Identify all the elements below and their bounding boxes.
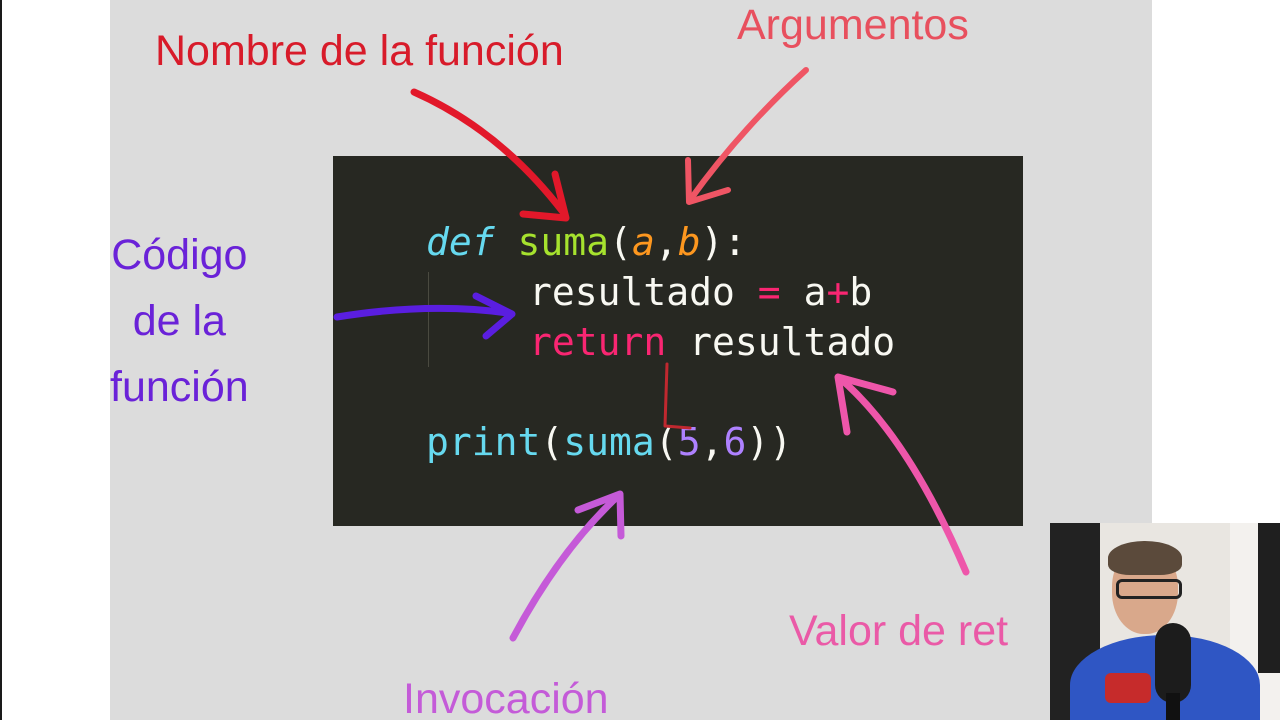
result-variable: resultado (529, 270, 735, 314)
return-value-label: Valor de ret (789, 606, 1008, 656)
microphone-stand (1166, 693, 1180, 720)
function-code-label-line2: de la (110, 288, 249, 354)
call-function-name: suma (563, 420, 655, 464)
param-b: b (678, 220, 701, 264)
indent-guide (428, 272, 429, 367)
code-line-print: print(suma(5,6)) (426, 418, 792, 466)
arguments-label: Argumentos (737, 0, 969, 50)
function-code-label-line1: Código (110, 222, 249, 288)
webcam-dark-panel (1258, 523, 1280, 673)
print-open-paren: ( (540, 420, 563, 464)
param-a: a (632, 220, 655, 264)
function-name-token: suma (518, 220, 610, 264)
function-code-label-line3: función (110, 354, 249, 420)
code-line-assignment: resultado = a+b (529, 268, 872, 316)
call-open-paren: ( (655, 420, 678, 464)
print-builtin: print (426, 420, 540, 464)
microphone-icon (1155, 623, 1191, 703)
plus-operator: + (826, 270, 849, 314)
function-code-label: Código de la función (110, 222, 249, 420)
code-line-return: return resultado (529, 318, 895, 366)
close-paren-colon: ): (701, 220, 747, 264)
presenter-webcam (1050, 523, 1280, 720)
function-name-label: Nombre de la función (155, 26, 564, 76)
return-keyword: return (529, 320, 666, 364)
presenter-glasses (1116, 579, 1182, 599)
operand-b: b (849, 270, 872, 314)
shirt-logo (1105, 673, 1151, 703)
invocation-label: Invocación (403, 674, 609, 724)
left-edge-line (0, 0, 2, 720)
arg-comma: , (701, 420, 724, 464)
arg-five: 5 (678, 420, 701, 464)
arg-six: 6 (723, 420, 746, 464)
code-line-def: def suma(a,b): (426, 218, 746, 266)
call-close-parens: )) (746, 420, 792, 464)
param-comma: , (655, 220, 678, 264)
presenter-hair (1108, 541, 1182, 575)
assign-operator: = (758, 270, 781, 314)
open-paren: ( (609, 220, 632, 264)
return-value-token: resultado (689, 320, 895, 364)
def-keyword: def (426, 220, 495, 264)
operand-a: a (804, 270, 827, 314)
